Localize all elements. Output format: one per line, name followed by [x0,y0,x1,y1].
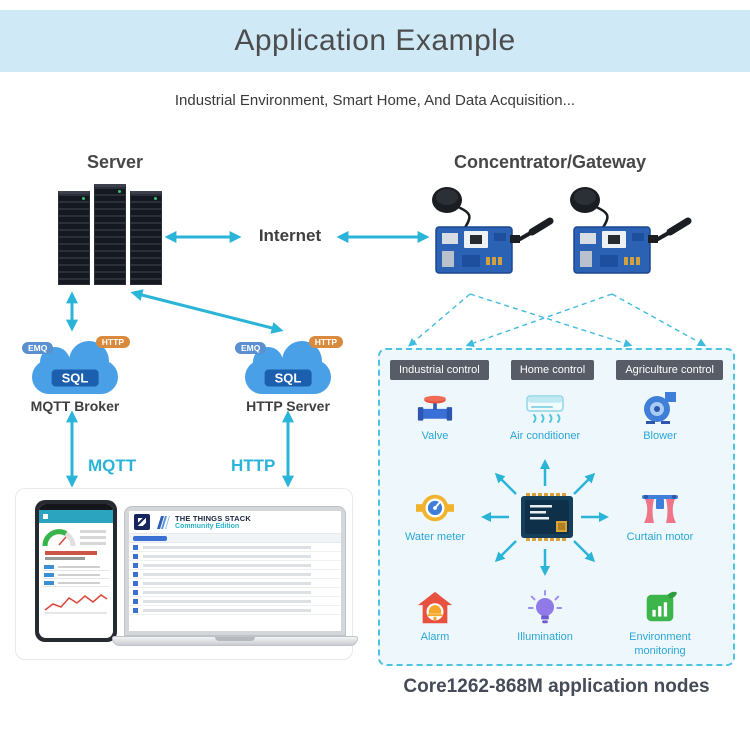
tab-home-control[interactable]: Home control [510,360,595,380]
node-environment-monitoring: Environment monitoring [605,587,715,659]
water-meter-icon [380,487,490,527]
sql-badge: SQL [264,369,312,387]
internet-label: Internet [258,226,322,245]
node-blower: Blower [605,386,715,444]
emq-tag: EMQ [235,342,267,354]
page-subtitle: Industrial Environment, Smart Home, And … [174,92,576,109]
node-label: Water meter [404,531,466,543]
page-title: Application Example [234,24,516,57]
node-label: Blower [643,430,677,442]
valve-icon [380,386,490,426]
http-server-label: HTTP Server [246,398,330,414]
phone-screen [39,504,113,638]
node-curtain-motor: Curtain motor [605,487,715,545]
panel-caption: Core1262-868M application nodes [403,676,710,697]
sql-badge: SQL [51,369,99,387]
emq-tag: EMQ [22,342,54,354]
console-toolbar [129,534,341,543]
http-server-cloud: SQL EMQ HTTP [235,336,343,398]
illumination-icon [490,587,600,627]
phone-app-header [39,510,113,523]
node-label: Curtain motor [626,531,694,543]
panel-tabs: Industrial control Home control Agricult… [380,360,733,380]
node-water-meter: Water meter [380,487,490,545]
node-valve: Valve [380,386,490,444]
mqtt-broker-label: MQTT Broker [30,398,120,414]
node-label: Alarm [420,631,450,643]
gateway-device [432,187,554,274]
node-label: Environment monitoring [629,631,691,657]
header-band: Application Example [0,10,750,72]
server-tower [58,191,90,285]
tab-industrial-control[interactable]: Industrial control [390,360,489,380]
phone-line-chart [44,594,108,614]
phone-dashboard [35,500,117,642]
things-stack-logo-icon [157,515,170,529]
node-label: Illumination [517,631,573,643]
gateway-label: Concentrator/Gateway [453,152,647,172]
environment-monitoring-icon [605,587,715,627]
curtain-motor-icon [605,487,715,527]
node-alarm: Alarm [380,587,490,645]
alarm-icon [380,587,490,627]
server-tower [94,184,126,285]
node-label: Valve [421,430,449,442]
laptop-console: THE THINGS STACK Community Edition [124,506,346,636]
mqtt-broker-cloud: SQL EMQ HTTP [22,336,130,398]
laptop-base [112,636,358,646]
laptop-screen: THE THINGS STACK Community Edition [129,511,341,631]
lora-module-chip [521,493,573,541]
http-label: HTTP [231,456,276,475]
node-label: Air conditioner [509,430,581,442]
server-rack [58,183,164,285]
server-tower [130,191,162,285]
application-nodes-panel: Industrial control Home control Agricult… [378,348,735,666]
node-illumination: Illumination [490,587,600,645]
http-tag: HTTP [308,336,343,348]
laptop-brand: THE THINGS STACK [175,514,251,523]
ttn-logo-icon [134,514,150,530]
laptop-edition: Community Edition [175,523,240,530]
node-air-conditioner: Air conditioner [490,386,600,444]
server-label: Server [86,152,144,172]
air-conditioner-icon [490,386,600,426]
tab-agriculture-control[interactable]: Agriculture control [616,360,723,380]
blower-icon [605,386,715,426]
gauge-icon [42,528,76,546]
http-tag: HTTP [95,336,130,348]
gateway-device [570,187,692,274]
mqtt-label: MQTT [88,456,137,475]
